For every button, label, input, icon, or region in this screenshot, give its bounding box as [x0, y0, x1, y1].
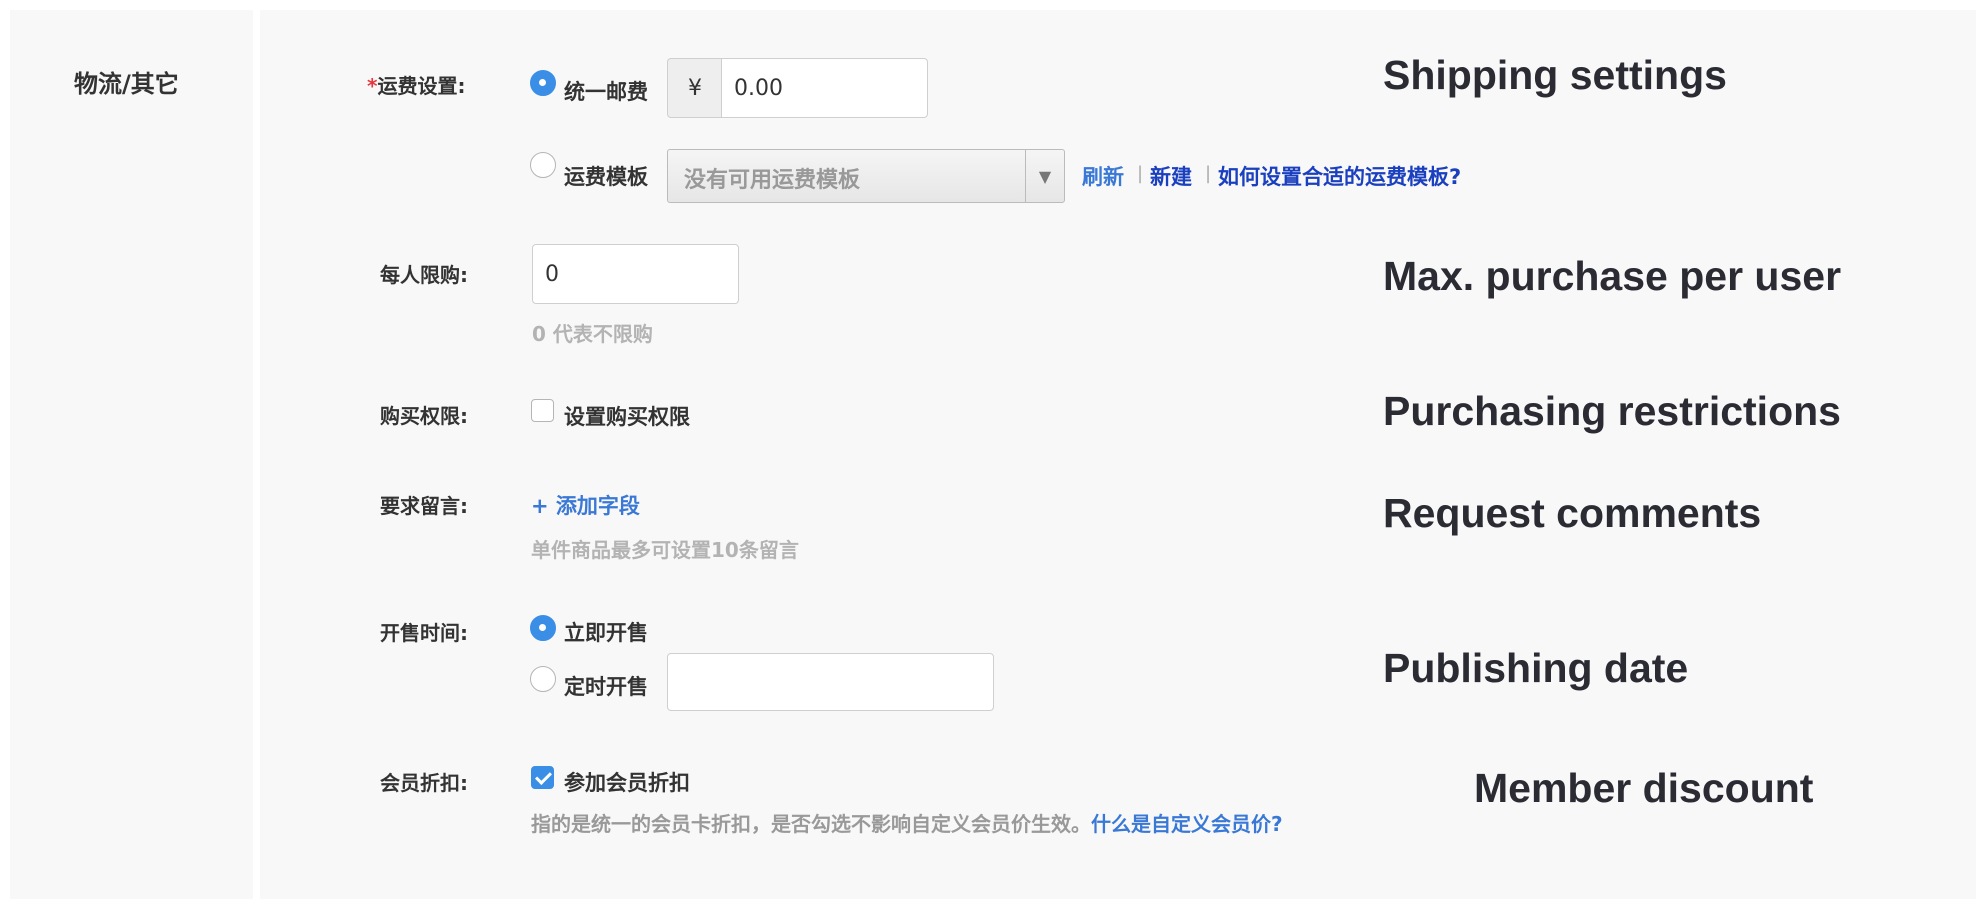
currency-addon: ¥ — [667, 58, 722, 118]
chevron-down-icon: ▼ — [1025, 150, 1064, 202]
radio-flat-shipping[interactable] — [530, 70, 556, 96]
discount-checkbox[interactable] — [531, 766, 554, 789]
template-shipping-label: 运费模板 — [564, 165, 648, 189]
flat-shipping-label: 统一邮费 — [564, 80, 648, 104]
section-sidebar — [10, 10, 253, 899]
link-separator: | — [1205, 163, 1212, 184]
sale-now-label: 立即开售 — [564, 621, 648, 645]
discount-hint: 指的是统一的会员卡折扣，是否勾选不影响自定义会员价生效。什么是自定义会员价? — [531, 808, 1283, 837]
annotation-publishing: Publishing date — [1383, 645, 1689, 691]
required-mark: * — [367, 74, 378, 98]
sale-scheduled-label: 定时开售 — [564, 675, 648, 699]
annotation-member: Member discount — [1474, 765, 1814, 811]
shipping-label-text: 运费设置: — [377, 74, 466, 98]
discount-checkbox-label: 参加会员折扣 — [564, 771, 690, 795]
annotation-max-purchase: Max. purchase per user — [1383, 253, 1842, 299]
limit-hint: 0 代表不限购 — [532, 322, 653, 346]
template-select-value: 没有可用运费模板 — [684, 168, 861, 193]
add-field-link[interactable]: + 添加字段 — [531, 494, 640, 518]
custom-price-link[interactable]: 什么是自定义会员价? — [1091, 812, 1283, 836]
limit-label: 每人限购: — [380, 263, 468, 287]
radio-sale-now[interactable] — [530, 615, 556, 641]
annotation-comments: Request comments — [1383, 490, 1762, 536]
scheduled-time-input[interactable] — [667, 653, 994, 711]
annotation-restrictions: Purchasing restrictions — [1383, 388, 1841, 434]
permission-checkbox-label: 设置购买权限 — [564, 405, 690, 429]
permission-label: 购买权限: — [380, 404, 468, 428]
template-select[interactable]: 没有可用运费模板 ▼ — [667, 149, 1065, 203]
radio-template-shipping[interactable] — [530, 152, 556, 178]
limit-input[interactable]: 0 — [532, 244, 739, 304]
flat-shipping-input[interactable]: 0.00 — [721, 58, 928, 118]
template-help-link[interactable]: 如何设置合适的运费模板? — [1218, 165, 1462, 189]
comments-label: 要求留言: — [380, 494, 468, 518]
annotation-shipping: Shipping settings — [1383, 52, 1727, 98]
sale-time-label: 开售时间: — [380, 621, 468, 645]
radio-sale-scheduled[interactable] — [530, 666, 556, 692]
discount-label: 会员折扣: — [380, 771, 468, 795]
section-title: 物流/其它 — [74, 70, 179, 98]
refresh-link[interactable]: 刷新 — [1082, 165, 1124, 189]
comments-hint: 单件商品最多可设置10条留言 — [531, 538, 799, 562]
new-template-link[interactable]: 新建 — [1150, 165, 1192, 189]
link-separator: | — [1137, 163, 1144, 184]
discount-hint-text: 指的是统一的会员卡折扣，是否勾选不影响自定义会员价生效。 — [531, 812, 1091, 836]
permission-checkbox[interactable] — [531, 399, 554, 422]
shipping-label: *运费设置: — [367, 70, 465, 99]
